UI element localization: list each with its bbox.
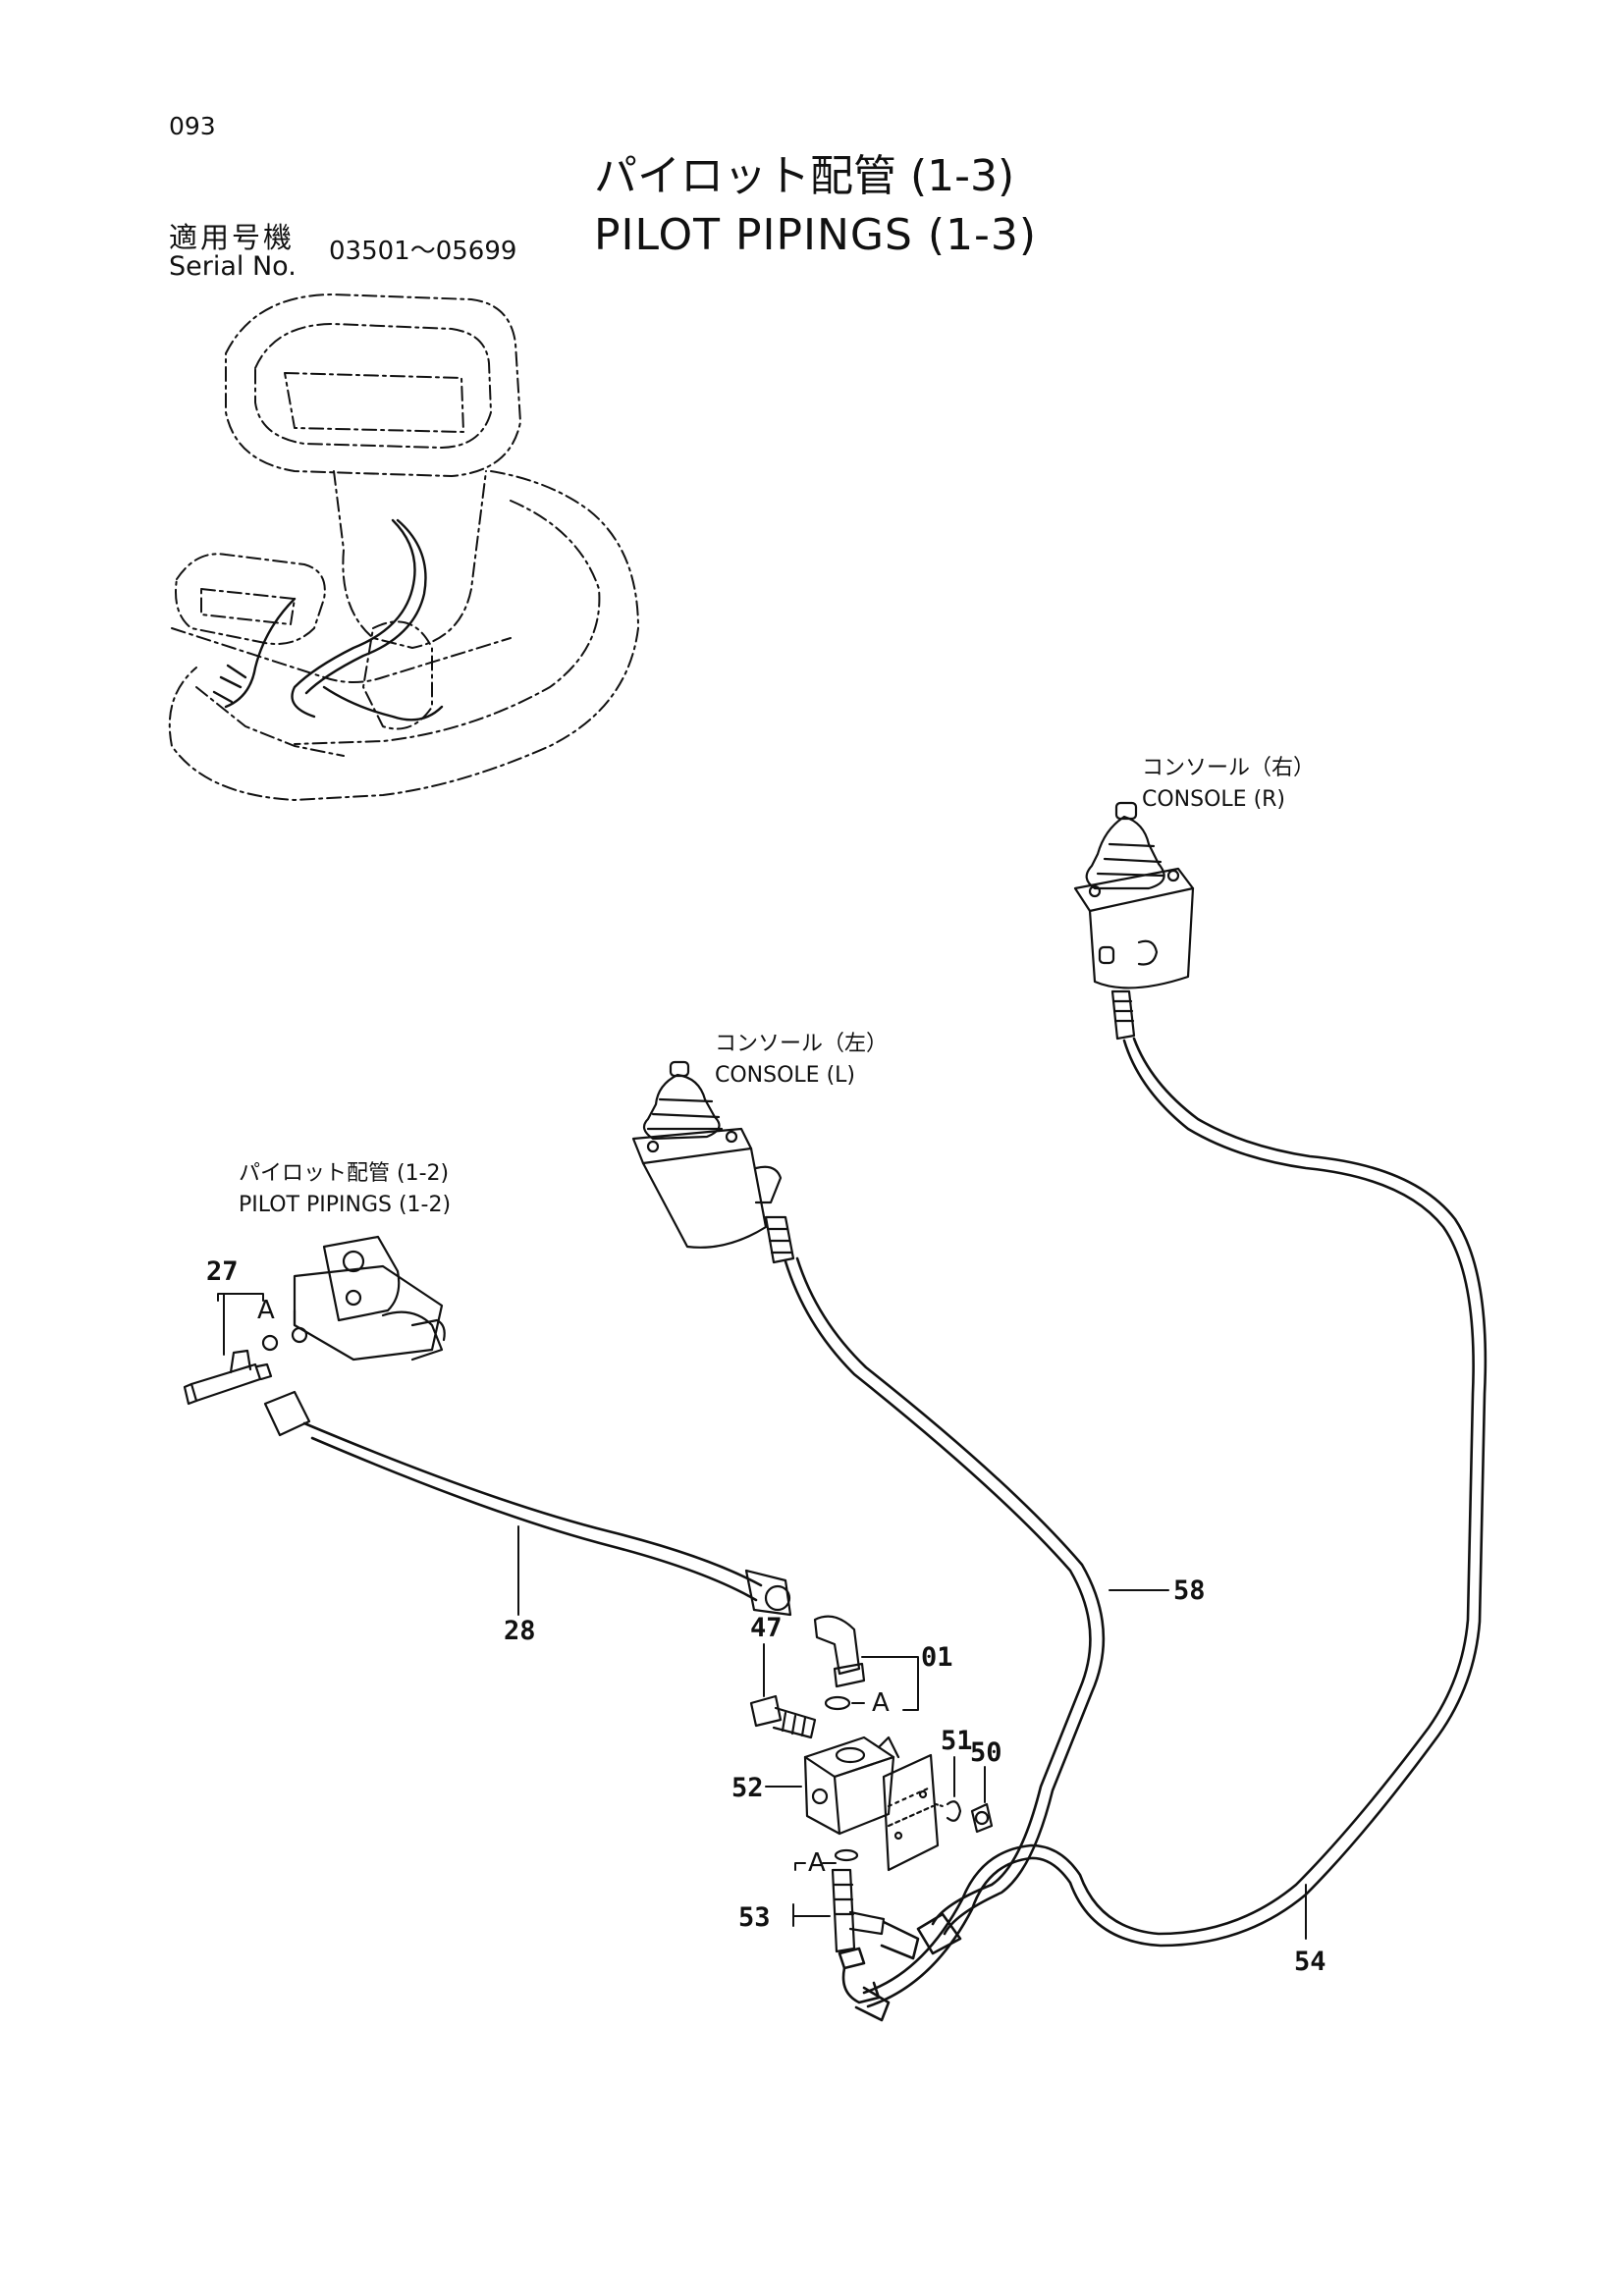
console-r-label-ja: コンソール（右）: [1142, 756, 1316, 780]
console-l-valve: [631, 1060, 783, 1249]
part-number-53: 53: [738, 1902, 771, 1933]
part-number-01: 01: [921, 1642, 953, 1673]
hose-58: [784, 1256, 1106, 1960]
tee-fitting-53: [831, 1868, 886, 1953]
part-number-51: 51: [941, 1726, 973, 1756]
console-r-fitting: [1110, 989, 1136, 1041]
bracket-53: [792, 1903, 831, 1927]
part-number-27: 27: [206, 1256, 239, 1287]
console-r-label-en: CONSOLE (R): [1142, 787, 1286, 812]
console-l-fitting: [764, 1215, 795, 1264]
bracket-01: [861, 1656, 919, 1711]
valve-block-52: [803, 1735, 900, 1836]
section-marker-a-3: A: [808, 1848, 826, 1878]
section-marker-a-1: A: [257, 1296, 275, 1325]
cab-overview-illustration: [168, 294, 639, 801]
nut-50: [970, 1802, 994, 1834]
o-ring-a-bottom: [834, 1848, 859, 1862]
page-number: 093: [169, 112, 216, 140]
bracket-27: [217, 1293, 264, 1302]
a-marker-line-bottom: [794, 1862, 837, 1871]
part-number-28: 28: [504, 1616, 536, 1646]
section-marker-a-2: A: [872, 1688, 890, 1718]
part-number-47: 47: [750, 1613, 783, 1643]
bolt-47: [749, 1694, 817, 1739]
mounting-bracket-plate: [882, 1753, 940, 1872]
page-title-en: PILOT PIPINGS (1-3): [594, 210, 1038, 260]
washer-51: [934, 1800, 962, 1822]
serial-label-ja: 適用号機: [169, 221, 296, 254]
part-number-50: 50: [970, 1737, 1002, 1768]
serial-label-en: Serial No.: [169, 251, 297, 282]
cab-pilot-hose-overview: [212, 518, 444, 721]
hose-54: [838, 1037, 1488, 2022]
part-number-58: 58: [1173, 1575, 1206, 1606]
console-r-valve: [1073, 801, 1195, 989]
part-number-54: 54: [1294, 1947, 1326, 1977]
tee-fitting-27: [183, 1349, 273, 1406]
part-number-52: 52: [731, 1773, 764, 1803]
console-l-label-en: CONSOLE (L): [715, 1063, 855, 1088]
pilot-pipings-ref-label-ja: パイロット配管 (1-2): [239, 1161, 450, 1186]
page-title-ja: パイロット配管 (1-3): [594, 151, 1015, 201]
pilot-valve-block-1-2: [261, 1235, 446, 1362]
elbow-fitting-01: [813, 1615, 866, 1688]
hose-28: [263, 1390, 792, 1617]
console-l-label-ja: コンソール（左）: [715, 1032, 889, 1056]
serial-range: 03501～05699: [329, 237, 517, 266]
pilot-pipings-ref-label-en: PILOT PIPINGS (1-2): [239, 1193, 452, 1217]
o-ring-a-top: [824, 1695, 851, 1711]
